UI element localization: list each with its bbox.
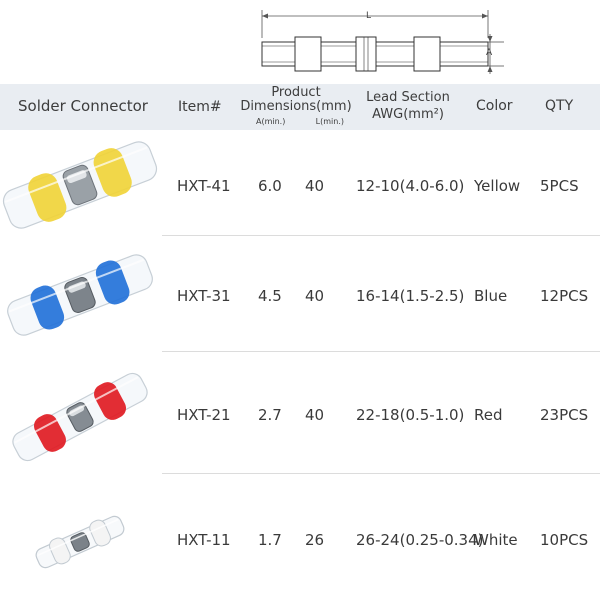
solder-ring-left	[28, 173, 67, 222]
header-l-min: L(min.)	[315, 117, 344, 126]
connector-image-blue	[7, 254, 153, 336]
dimension-l: 26	[305, 531, 325, 549]
lead-section: 16-14(1.5-2.5)	[356, 287, 465, 305]
connector-image-yellow	[2, 141, 158, 229]
quantity: 5PCS	[540, 177, 579, 195]
table-row: HXT-41 6.0 40 12-10(4.0-6.0) Yellow 5PCS	[0, 130, 600, 236]
table-row: HXT-11 1.7 26 26-24(0.25-0.34) White 10P…	[0, 474, 600, 600]
solder-ring-right	[93, 148, 132, 197]
header-product-dimensions: Product Dimensions(mm) A(min.) L(min.)	[240, 86, 352, 129]
color-name: Red	[474, 406, 503, 424]
header-item: Item#	[178, 99, 222, 115]
solder-ring-right	[94, 382, 127, 420]
dimension-diagram: L A	[250, 0, 510, 82]
dimension-l: 40	[305, 406, 325, 424]
item-number: HXT-21	[177, 406, 231, 424]
item-number: HXT-41	[177, 177, 231, 195]
solder-ring-left	[33, 414, 66, 452]
header-lead-section: Lead Section AWG(mm²)	[362, 89, 454, 123]
length-label: L	[366, 11, 372, 21]
connector-image-white	[35, 515, 125, 569]
solder-ring-left	[49, 537, 71, 565]
dimension-a: 6.0	[258, 177, 282, 195]
header-a-min: A(min.)	[256, 117, 286, 126]
lead-section: 26-24(0.25-0.34)	[356, 531, 484, 549]
header-color: Color	[476, 98, 513, 114]
row-divider	[162, 235, 600, 236]
dimension-l: 40	[305, 177, 325, 195]
lead-section: 22-18(0.5-1.0)	[356, 406, 465, 424]
lead-section: 12-10(4.0-6.0)	[356, 177, 465, 195]
header-solder-connector: Solder Connector	[18, 97, 148, 115]
connector-image-red	[12, 372, 148, 462]
connector-dimension-drawing	[261, 10, 504, 74]
color-name: White	[474, 531, 518, 549]
item-number: HXT-11	[177, 531, 231, 549]
dimension-a: 4.5	[258, 287, 282, 305]
row-divider	[162, 351, 600, 352]
quantity: 23PCS	[540, 406, 589, 424]
quantity: 10PCS	[540, 531, 589, 549]
dimension-a: 1.7	[258, 531, 282, 549]
diameter-label: A	[486, 48, 493, 58]
solder-ring-right	[95, 260, 130, 305]
solder-ring-left	[30, 285, 65, 330]
header-lead-line1: Lead Section	[366, 90, 450, 105]
item-number: HXT-31	[177, 287, 231, 305]
dimension-a: 2.7	[258, 406, 282, 424]
table-row: HXT-21 2.7 40 22-18(0.5-1.0) Red 23PCS	[0, 352, 600, 474]
color-name: Yellow	[474, 177, 521, 195]
dimension-l: 40	[305, 287, 325, 305]
header-qty: QTY	[545, 98, 574, 114]
row-divider	[162, 473, 600, 474]
header-dimensions-line2: Dimensions(mm)	[240, 99, 352, 114]
table-header: Solder Connector Item# Product Dimension…	[0, 84, 600, 130]
header-lead-line2: AWG(mm²)	[372, 107, 444, 122]
color-name: Blue	[474, 287, 508, 305]
solder-ring-right	[89, 519, 111, 547]
table-row: HXT-31 4.5 40 16-14(1.5-2.5) Blue 12PCS	[0, 236, 600, 352]
header-dimensions-line1: Product	[271, 85, 321, 100]
quantity: 12PCS	[540, 287, 589, 305]
